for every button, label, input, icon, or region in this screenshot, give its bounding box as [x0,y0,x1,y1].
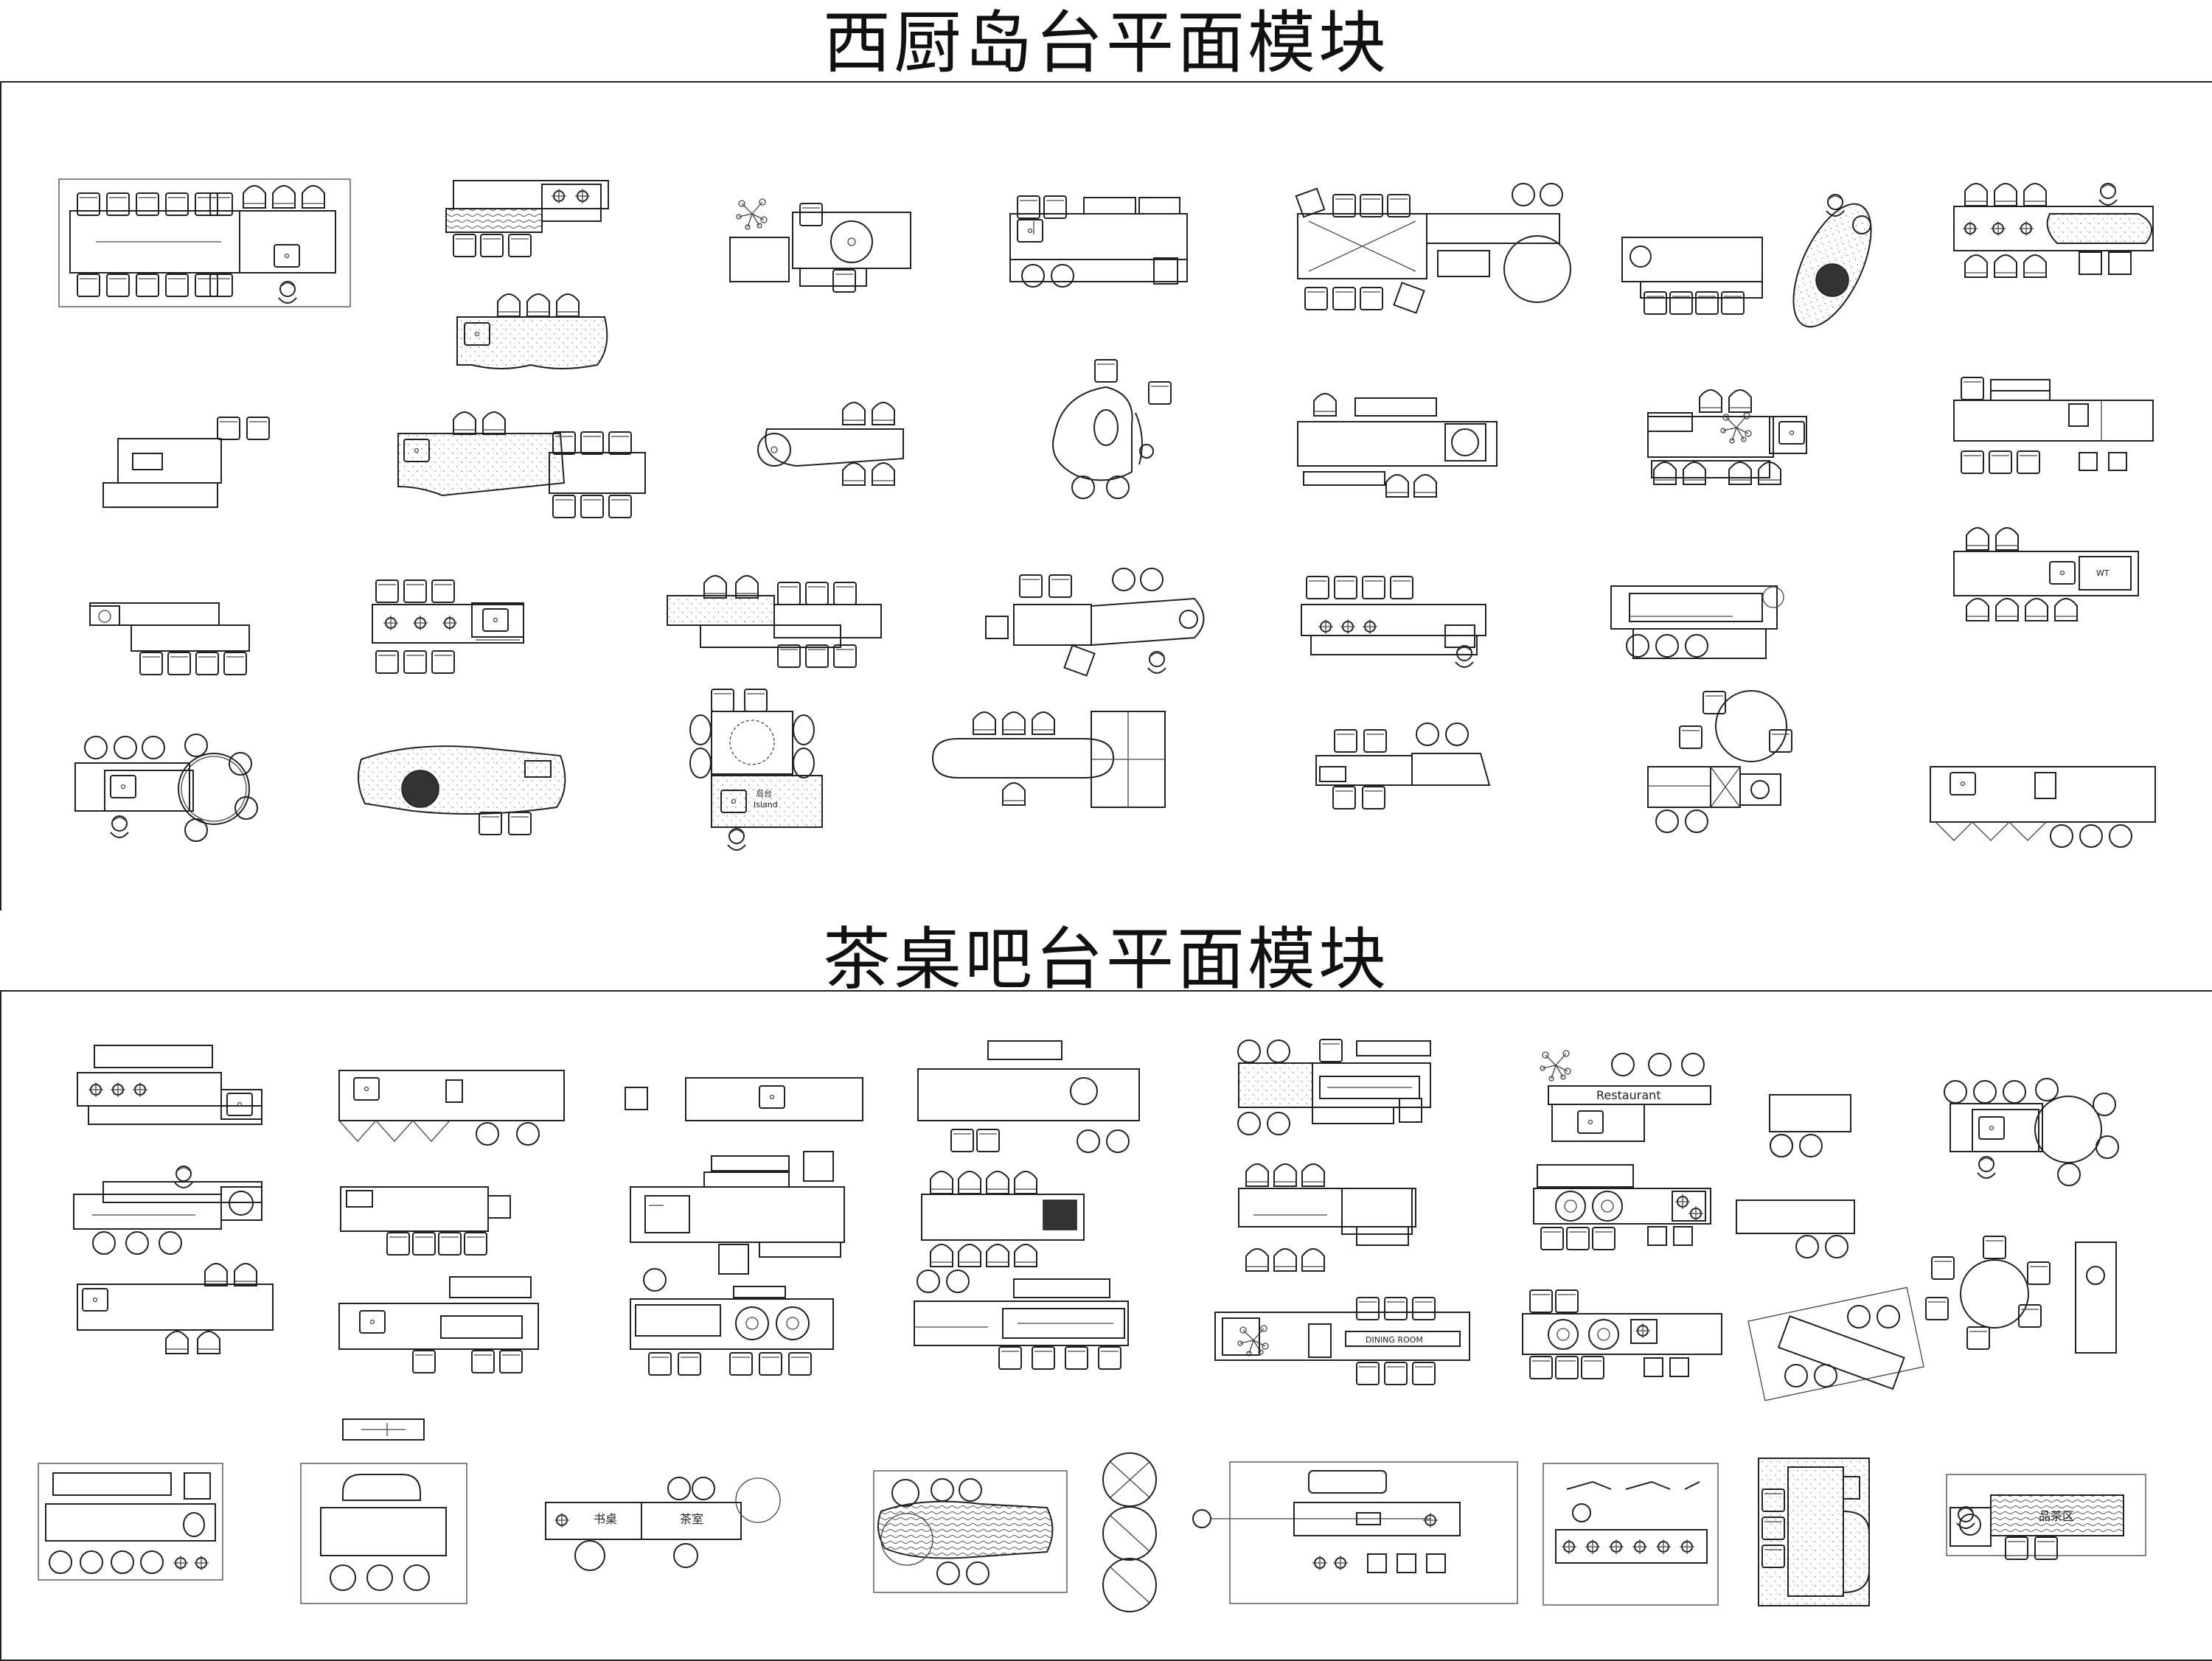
block-island-angled-bar [985,568,1205,677]
block-island-speck-top [667,575,882,668]
block-island-small-offset [89,602,250,675]
block-bar-grill-table [921,1171,1085,1267]
block-bar-tea-area: 品茶区 [1946,1474,2146,1560]
block-island-angled-counter [1610,585,1784,659]
block-bar-double-grill [1533,1164,1711,1250]
block-island-oval-table [1621,194,1872,328]
block-island-stone-bar [456,293,608,369]
block-bar-arch-seats [77,1263,274,1354]
dining-room-label: DINING ROOM [1366,1335,1423,1345]
block-island-clock-bar [1297,393,1498,498]
block-island-three-burner [372,579,524,674]
island-label-en: Island [754,800,778,809]
block-island-pendant-counter [1930,766,2156,848]
block-bar-round-trio [1102,1452,1157,1612]
block-bar-notched-table [1238,1163,1416,1272]
block-bar-wood-tea-table [873,1470,1068,1593]
block-bar-desk-tearoom: 书桌 茶室 [545,1477,781,1571]
block-bar-rotated-tea [1747,1286,1924,1401]
block-bar-cabinet-burners [38,1463,223,1581]
desk-label: 书桌 [594,1512,617,1526]
block-island-capsule-table [931,711,1166,808]
block-bar-burner-row [1543,1463,1719,1606]
block-bar-long-axis [1192,1461,1518,1604]
section-title-western-island: 西厨岛台平面模块 [822,4,1389,83]
block-island-wood-cooktop [445,180,609,257]
block-island-stone-end [1953,183,2154,278]
block-bar-pendant-counter [338,1070,565,1146]
block-island-offset-bench [102,417,270,508]
tea-area-label: 品茶区 [2039,1509,2074,1523]
block-bar-round-dining [1944,1078,2119,1186]
block-bar-seat-row [340,1186,511,1256]
block-island-round-dining [74,734,258,842]
block-bar-bench-island [630,1151,845,1275]
block-island-double-bench [1009,195,1188,288]
block-bar-speck-sofa [1758,1458,1870,1606]
block-bar-restaurant: Restaurant [1540,1050,1711,1142]
block-island-round-kitchen [1647,690,1792,833]
block-island-plant-sink [729,198,911,293]
block-bar-grill-counter [1522,1289,1722,1379]
block-island-angle-end [1315,722,1491,809]
block-bar-speck-counter [1237,1039,1431,1135]
block-bar-center-table [914,1270,1129,1370]
block-bar-small-table [1769,1094,1851,1157]
block-bar-sink-island [338,1276,539,1373]
block-island-stone-blob [358,745,566,835]
section-title-tea-bar: 茶桌吧台平面模块 [822,920,1389,999]
block-bar-plain-table [1736,1199,1855,1258]
appliance-label-wt: WT [2096,568,2110,578]
island-label-cn: 岛台 [756,788,772,798]
block-bar-dining-room: DINING ROOM [1214,1297,1470,1385]
block-bar-round-sink [917,1040,1140,1153]
block-island-stone-long [397,411,646,518]
block-bar-long-sink [625,1077,863,1121]
block-island-long-dining [58,178,351,307]
block-island-labelled-island: 岛台 Island [689,689,823,851]
block-island-appliance-bar [1953,377,2154,474]
block-bar-round-six [1925,1236,2117,1354]
block-island-plant-center [1647,389,1807,485]
block-bar-offset-round [73,1166,262,1255]
block-island-kidney-table [1052,359,1172,499]
block-bar-twin-grill [630,1268,834,1376]
block-island-cooktop-person [1301,576,1486,668]
section-header-western-island: 西厨岛台平面模块 [0,0,2212,83]
block-bar-cooktop-stack [77,1045,262,1125]
tearoom-label: 茶室 [680,1512,703,1526]
block-island-cross-table [1295,183,1571,314]
block-bar-sofa-stools [300,1418,467,1604]
block-island-round-end [757,402,904,486]
block-island-appliance-wt: WT [1953,527,2139,621]
section-header-tea-bar: 茶桌吧台平面模块 [0,910,2212,999]
restaurant-label: Restaurant [1596,1088,1661,1102]
